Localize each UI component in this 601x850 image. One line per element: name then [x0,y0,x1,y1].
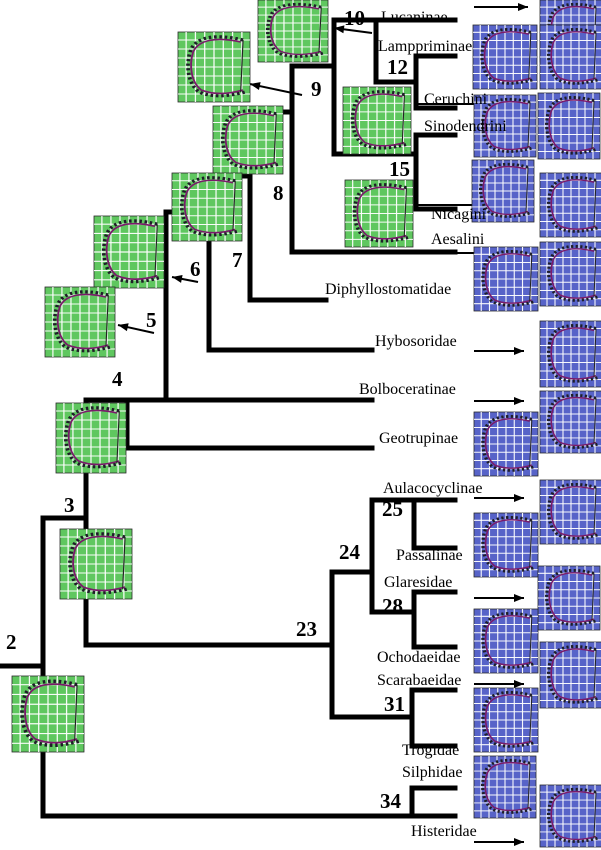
branch-segment [83,397,130,521]
taxon-labels: Lucaninae Lamppriminae Ceruchini Sinoden… [325,9,507,840]
branch-segment [0,515,89,669]
shape-panel [538,783,601,849]
shape-panel [58,527,134,601]
shape-panel [470,158,536,224]
shape-panel [538,319,601,389]
shape-panel [538,240,601,308]
shape-panel [472,410,540,478]
arrow-head [514,838,524,846]
branch-segment [124,295,375,403]
branch-segment [369,497,417,615]
shape-panel [538,478,601,546]
node-label-25: 25 [382,497,403,521]
node-label-10: 10 [344,6,365,30]
node-label-24: 24 [339,540,361,564]
taxon-aulacocyclinae: Aulacocyclinae [383,480,483,497]
shape-panel [341,85,413,156]
taxon-lampriminae: Lamppriminae [378,38,472,55]
branch-segment [329,569,415,720]
shape-panel [472,511,540,579]
shape-panel [256,0,330,64]
arrow-head [518,3,528,11]
node-label-31: 31 [384,692,405,716]
shape-panel [538,389,601,455]
shape-panel [536,564,601,632]
shape-panel [176,30,252,104]
shape-panel [211,104,285,176]
taxon-trogidae: Trogidae [402,742,459,759]
node-label-4: 4 [112,367,123,391]
arrow-head [514,680,524,688]
taxon-aesalini: Aesalini [431,231,485,248]
branch-segment [40,663,415,819]
taxon-ochodaeidae: Ochodaeidae [377,649,461,666]
shape-panel [536,91,601,161]
branch-segment [411,497,458,551]
shape-panel [472,245,540,313]
taxon-bolboceratinae: Bolboceratinae [359,381,456,398]
shape-panel [10,674,86,754]
taxon-sinodendrini: Sinodendrini [424,118,507,135]
node-label-15: 15 [389,157,410,181]
taxon-glaresidae: Glaresidae [384,574,452,591]
node-label-2: 2 [6,630,17,654]
node-label-6: 6 [190,257,201,281]
shape-panels [10,0,601,849]
node-label-12: 12 [387,55,408,79]
shape-panel [472,93,538,159]
shape-panel [92,214,166,290]
taxon-nicagini: Nicagini [431,206,487,223]
node-label-34: 34 [380,789,402,813]
shape-panel [170,171,244,243]
branch-segment [206,209,375,353]
shape-panel [54,401,128,475]
arrow-head [514,494,524,502]
arrow-head [514,397,524,405]
arrow-head [250,82,261,90]
taxon-lucaninae: Lucaninae [381,9,448,26]
shape-panel [472,754,538,820]
shape-panel [538,640,601,710]
node-label-5: 5 [146,308,157,332]
taxon-geotrupinae: Geotrupinae [379,430,458,447]
node-label-3: 3 [64,493,75,517]
arrow-head [514,594,524,602]
taxon-hybosoridae: Hybosoridae [375,333,457,350]
branch-segment [413,132,458,212]
node-label-8: 8 [273,181,284,205]
node-label-7: 7 [232,248,243,272]
node-label-28: 28 [382,594,403,618]
branch-segment [409,785,458,819]
taxon-histeridae: Histeridae [411,823,477,840]
shape-panel [472,607,540,675]
shape-panel [43,285,117,359]
arrow-head [334,25,345,34]
branch-segment [124,397,375,451]
node-label-9: 9 [311,77,322,101]
shape-panel [538,171,601,239]
shape-panel [538,23,601,91]
taxon-scarabaeidae: Scarabaeidae [377,672,461,689]
shape-panel [343,178,415,249]
branch-segment [411,589,458,650]
arrow-head [118,323,129,332]
branch-segment [413,53,458,111]
arrow-head [514,347,524,355]
taxon-diphyllostomatidae: Diphyllostomatidae [325,281,451,298]
branch-segment [289,63,337,115]
arrow-head [172,274,183,283]
node-label-23: 23 [296,617,317,641]
taxon-passalinae: Passalinae [396,547,463,564]
taxon-silphidae: Silphidae [402,764,462,781]
node-numbers: 2 3 4 5 6 7 8 9 10 12 15 23 24 25 28 31 … [6,6,410,813]
branch-segment [373,17,458,85]
taxon-ceruchini: Ceruchini [424,91,488,108]
shape-panel [471,23,539,91]
branch-segment [409,687,458,749]
shape-panel [472,686,540,754]
